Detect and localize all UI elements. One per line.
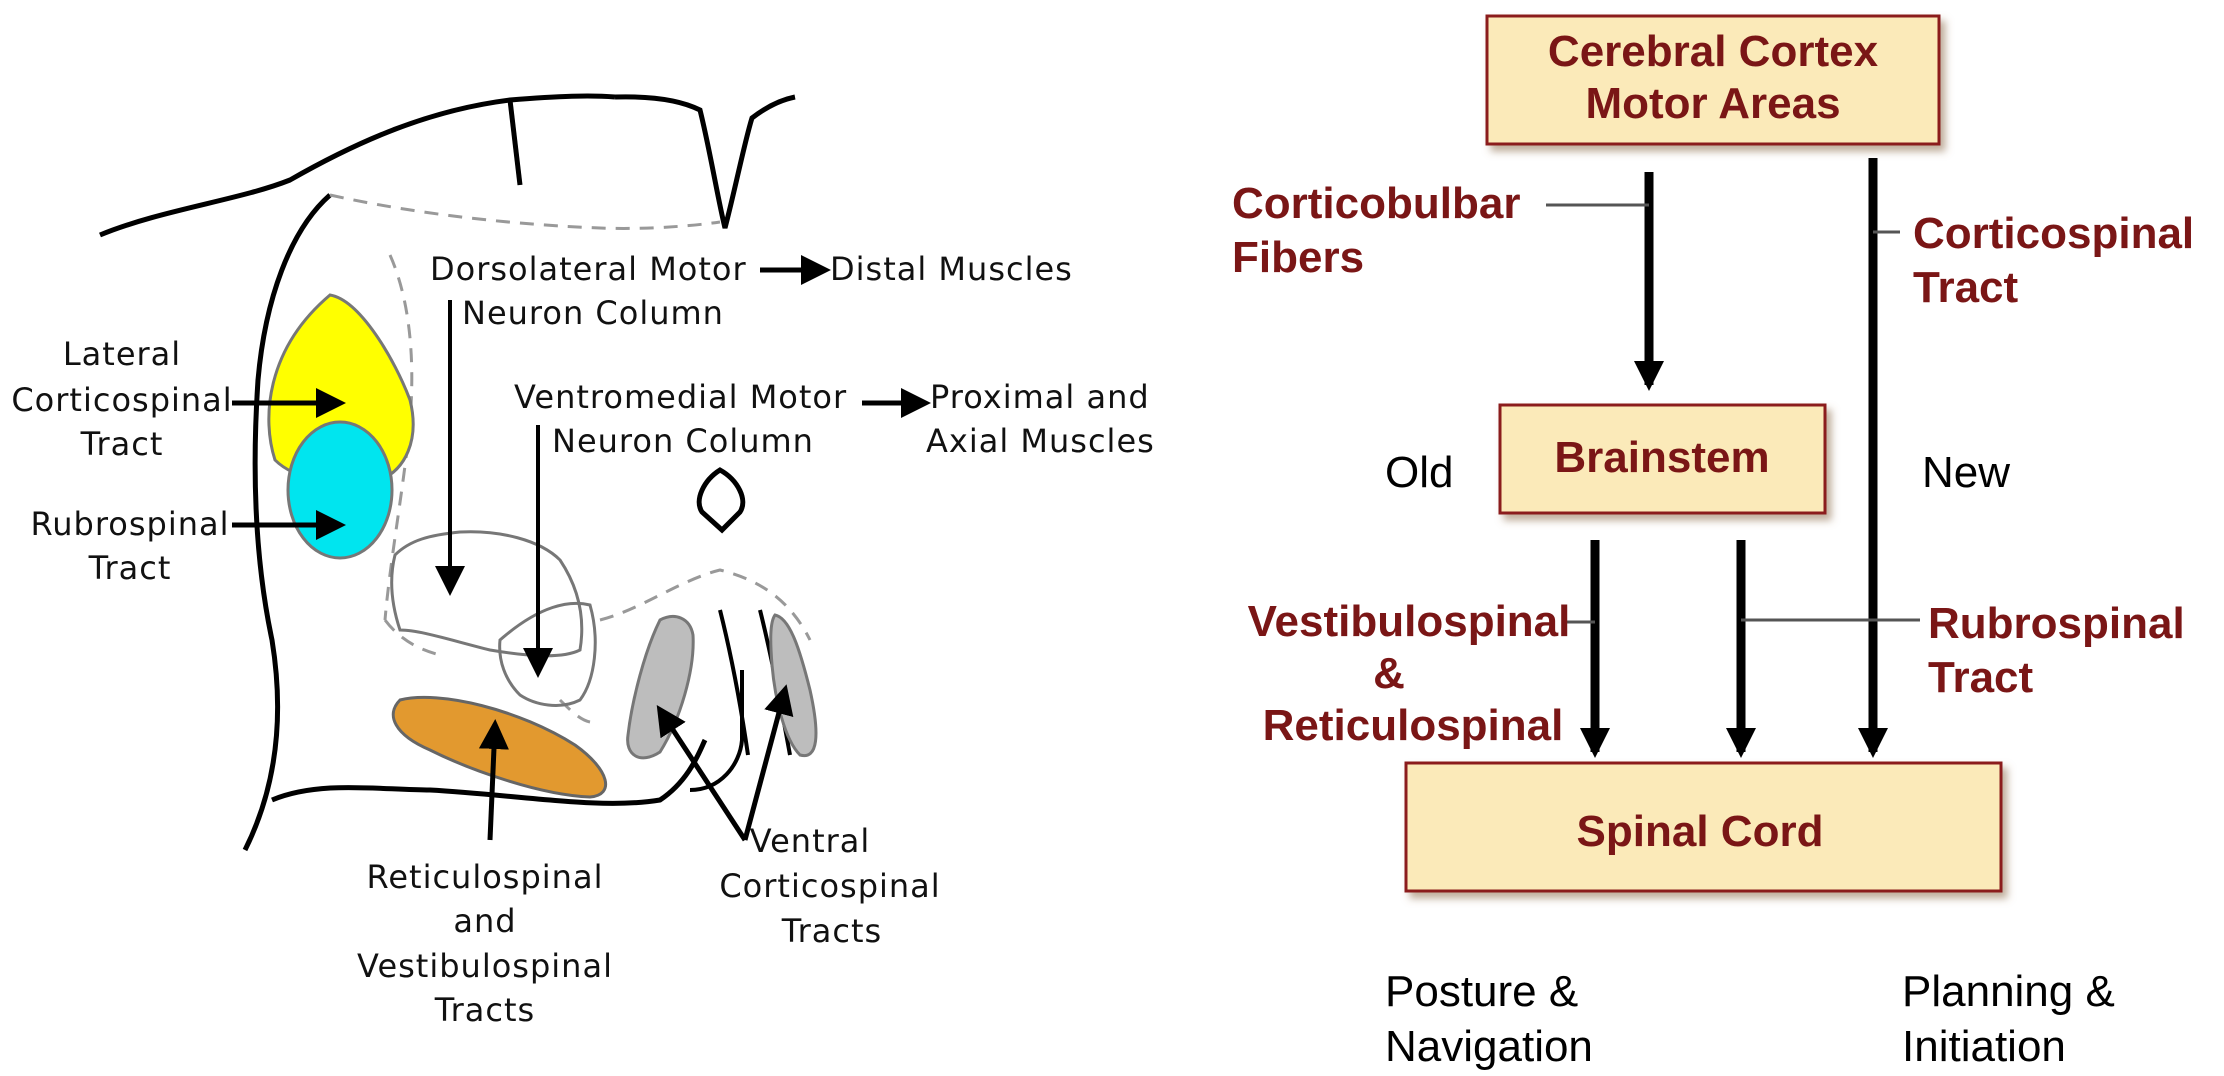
cord-outline-left-edge	[242, 193, 332, 852]
ventromedial-label-2: Neuron Column	[552, 422, 814, 460]
ventromedial-column-outline	[498, 601, 597, 707]
spinal-cord-box: Spinal Cord	[1404, 761, 2003, 893]
spinal-cord-label: Spinal Cord	[1577, 807, 1824, 856]
dorsolateral-column-outline	[390, 530, 584, 658]
lateral-cst-label-3: Tract	[80, 425, 164, 463]
planning-label-1: Planning &	[1902, 967, 2115, 1016]
vestibulo-label-3: Reticulospinal	[1263, 701, 1564, 750]
vestibulo-label-2: &	[1373, 649, 1405, 698]
brainstem-box: Brainstem	[1498, 403, 1827, 515]
corticobulbar-label-1: Corticobulbar	[1232, 179, 1520, 228]
arrow-reticulospinal	[478, 719, 509, 841]
ventromedial-label-1: Ventromedial Motor	[514, 378, 847, 416]
rubro-label-1: Rubrospinal	[1928, 599, 2185, 648]
corticospinal-label-2: Tract	[1913, 263, 2019, 312]
reticulospinal-vestibulospinal-tract	[391, 696, 608, 799]
cortex-label-1: Cerebral Cortex	[1548, 27, 1879, 76]
spinal-cord-cross-section: Dorsolateral Motor Neuron Column Distal …	[11, 93, 1155, 1029]
rubro-label-2: Tract	[1928, 653, 2034, 702]
reticulo-label-4: Tracts	[434, 991, 535, 1029]
reticulo-label-2: and	[453, 902, 516, 940]
central-canal	[696, 467, 746, 534]
ventral-cst-label-3: Tracts	[781, 912, 882, 950]
rubrospinal-label-1: Rubrospinal	[30, 505, 229, 543]
corticobulbar-label-2: Fibers	[1232, 233, 1364, 282]
motor-pathway-flowchart: Cerebral Cortex Motor Areas Brainstem Sp…	[1232, 14, 2194, 1071]
cortex-label-2: Motor Areas	[1585, 79, 1840, 128]
ventral-cst-label-1: Ventral	[750, 822, 871, 860]
rubrospinal-label-2: Tract	[88, 549, 172, 587]
cord-outline-bottom	[271, 738, 708, 806]
arrow-ventral-cst-left	[656, 704, 748, 842]
dorsolateral-label-1: Dorsolateral Motor	[430, 250, 747, 288]
reticulo-label-1: Reticulospinal	[367, 858, 604, 896]
dorsolateral-label-2: Neuron Column	[462, 294, 724, 332]
cortex-box: Cerebral Cortex Motor Areas	[1485, 14, 1941, 146]
ventral-cst-label-2: Corticospinal	[719, 867, 940, 905]
corticospinal-label-1: Corticospinal	[1913, 209, 2194, 258]
cord-outline-top-right	[614, 94, 796, 229]
distal-muscles-label: Distal Muscles	[830, 250, 1073, 288]
lateral-cst-label-1: Lateral	[63, 335, 181, 373]
old-label: Old	[1385, 448, 1453, 497]
ventral-corticospinal-tract-left	[626, 615, 695, 760]
cord-outline-top	[99, 93, 616, 238]
vestibulo-label-1: Vestibulospinal	[1248, 597, 1571, 646]
new-label: New	[1922, 448, 2010, 497]
rubrospinal-tract	[286, 420, 394, 560]
arrow-ventral-cst-right	[742, 684, 794, 841]
planning-label-2: Initiation	[1902, 1022, 2066, 1071]
reticulo-label-3: Vestibulospinal	[357, 947, 613, 985]
posture-label-2: Navigation	[1385, 1022, 1593, 1071]
cord-outline-ventral	[689, 670, 744, 792]
proximal-label-2: Axial Muscles	[926, 422, 1155, 460]
grey-matter-dashed-outline	[329, 193, 812, 724]
posture-label-1: Posture &	[1385, 967, 1578, 1016]
cord-outline-dorsal-septum	[507, 99, 523, 186]
lateral-cst-label-2: Corticospinal	[11, 381, 232, 419]
brainstem-label: Brainstem	[1554, 433, 1769, 482]
ventral-corticospinal-tract-right	[769, 613, 818, 758]
proximal-label-1: Proximal and	[930, 378, 1150, 416]
